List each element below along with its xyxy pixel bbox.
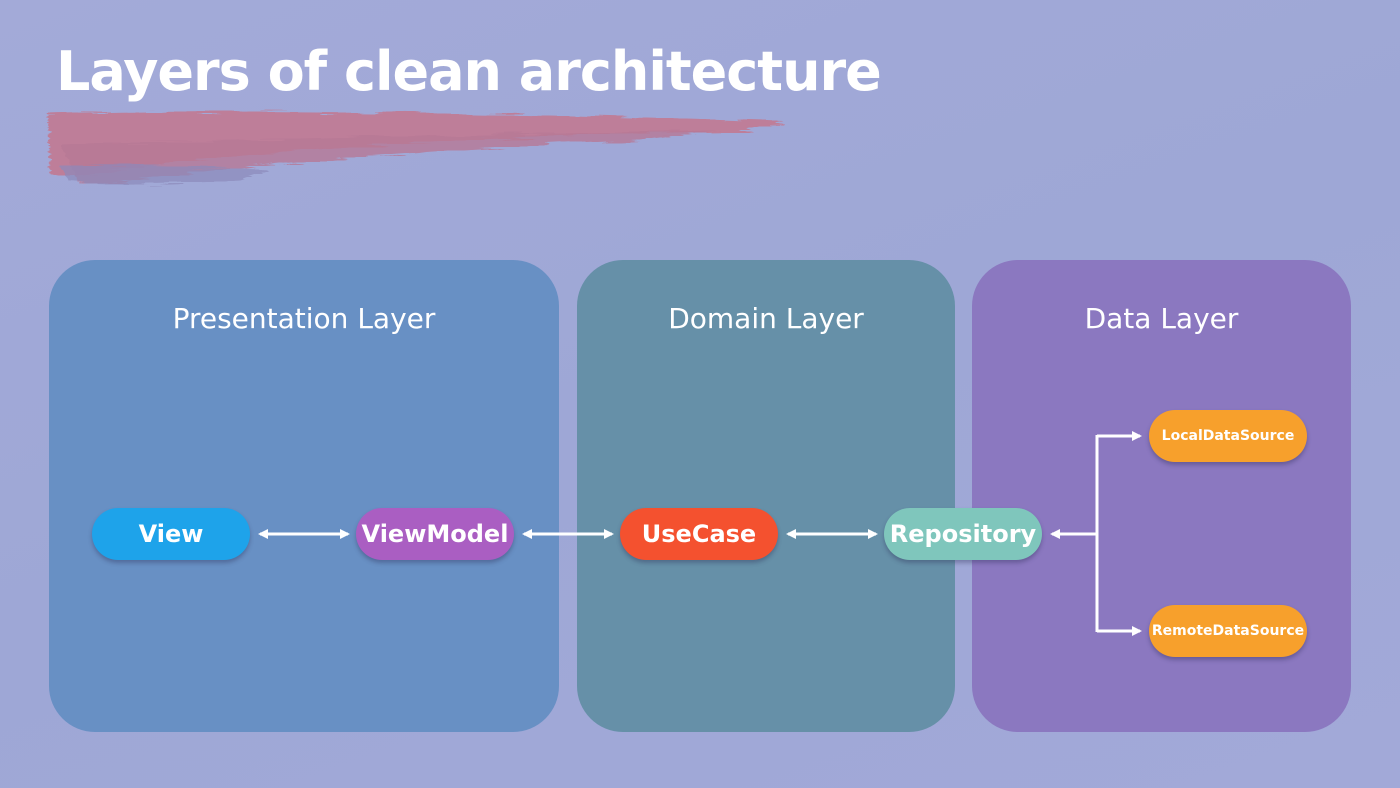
domain-layer-title: Domain Layer bbox=[668, 302, 864, 335]
brush-stroke-underline bbox=[48, 111, 785, 185]
viewmodel-node: ViewModel bbox=[356, 508, 514, 560]
domain-layer-panel: Domain Layer bbox=[577, 260, 955, 732]
presentation-layer-panel: Presentation Layer bbox=[49, 260, 559, 732]
slide-title: Layers of clean architecture bbox=[56, 40, 882, 103]
data-layer-title: Data Layer bbox=[1084, 302, 1239, 335]
local-data-source-node: LocalDataSource bbox=[1149, 410, 1307, 462]
view-node: View bbox=[92, 508, 250, 560]
repository-node: Repository bbox=[884, 508, 1042, 560]
usecase-node: UseCase bbox=[620, 508, 778, 560]
remote-data-source-node: RemoteDataSource bbox=[1149, 605, 1307, 657]
presentation-layer-title: Presentation Layer bbox=[172, 302, 436, 335]
